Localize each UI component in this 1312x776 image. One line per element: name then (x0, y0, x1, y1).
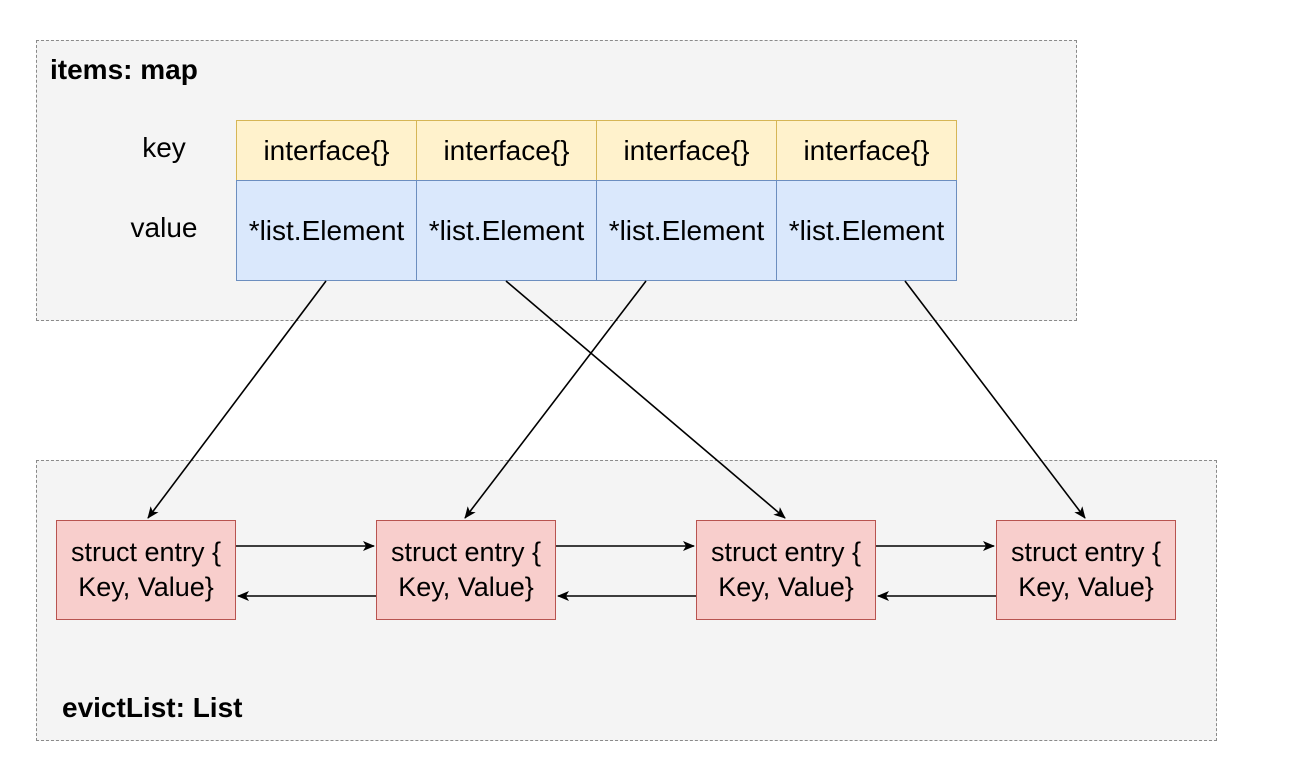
entry-line2: Key, Value} (718, 572, 854, 602)
list-entry-node: struct entry { Key, Value} (376, 520, 556, 620)
list-entry-node: struct entry { Key, Value} (56, 520, 236, 620)
entry-line1: struct entry { (1010, 536, 1162, 567)
map-value-cell: *list.Element (596, 180, 777, 281)
entry-line1: struct entry { (390, 536, 542, 567)
entry-line1: struct entry { (710, 536, 862, 567)
value-line1: *list. (788, 214, 842, 246)
items-map-label: items: map (50, 54, 198, 85)
value-line1: *list. (608, 214, 662, 246)
pointer-arrow (464, 280, 647, 519)
map-key-cell: interface{} (596, 120, 777, 181)
list-entry-node: struct entry { Key, Value} (996, 520, 1176, 620)
entry-line2: Key, Value} (1018, 572, 1154, 602)
key-row-label: key (142, 132, 186, 163)
map-value-cell: *list.Element (416, 180, 597, 281)
value-line2: Element (301, 214, 405, 246)
evict-list-label: evictList: List (62, 692, 243, 723)
pointer-arrow (147, 280, 327, 519)
map-key-cell: interface{} (236, 120, 417, 181)
entry-line2: Key, Value} (398, 572, 534, 602)
value-line2: Element (661, 214, 765, 246)
value-line2: Element (841, 214, 945, 246)
pointer-arrow (904, 280, 1086, 519)
value-line2: Element (481, 214, 585, 246)
value-row-label: value (130, 212, 198, 243)
map-key-cell: interface{} (776, 120, 957, 181)
value-line1: *list. (248, 214, 302, 246)
entry-line1: struct entry { (70, 536, 222, 567)
map-value-cell: *list.Element (776, 180, 957, 281)
value-line1: *list. (428, 214, 482, 246)
map-value-cell: *list.Element (236, 180, 417, 281)
pointer-arrow (505, 280, 786, 519)
list-entry-node: struct entry { Key, Value} (696, 520, 876, 620)
entry-line2: Key, Value} (78, 572, 214, 602)
